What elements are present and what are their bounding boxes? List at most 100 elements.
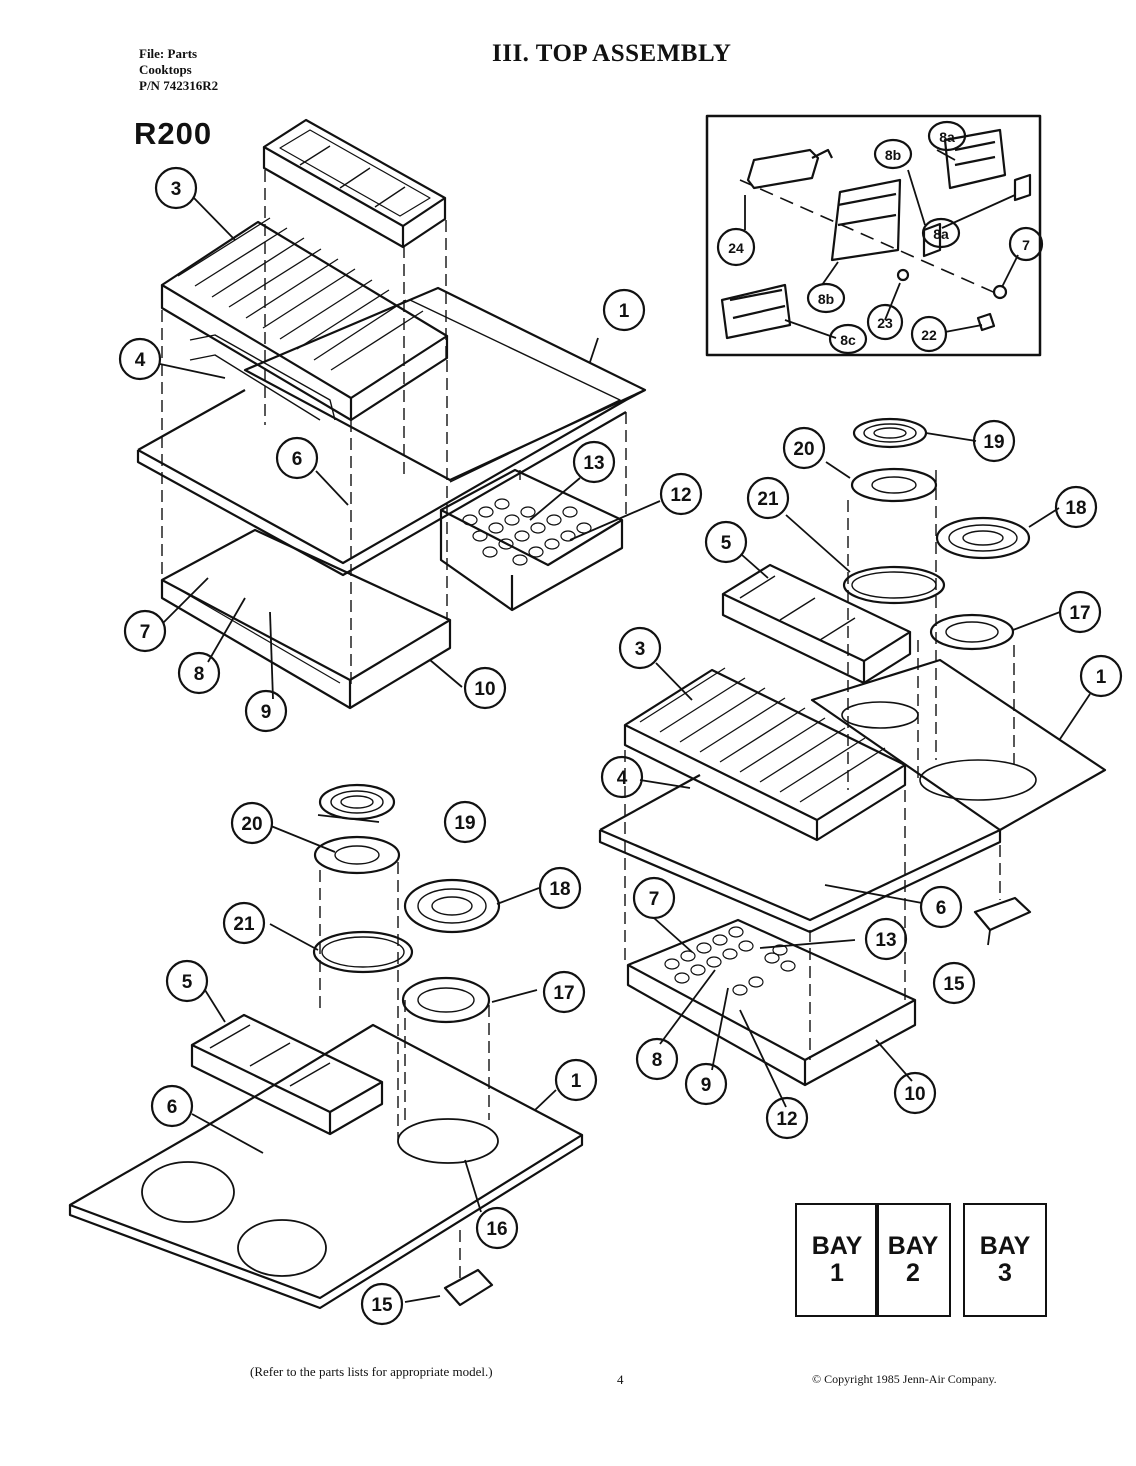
svg-text:9: 9 (261, 702, 272, 723)
svg-text:16: 16 (486, 1219, 507, 1240)
callout-grill-9: 9 (244, 689, 288, 733)
svg-text:8b: 8b (885, 147, 901, 163)
svg-text:8b: 8b (818, 291, 834, 307)
svg-text:18: 18 (1065, 498, 1086, 519)
svg-text:18: 18 (549, 879, 570, 900)
svg-text:19: 19 (983, 432, 1004, 453)
bay-1-label: BAY 1 (795, 1203, 879, 1317)
svg-text:1: 1 (1096, 667, 1107, 688)
svg-text:3: 3 (635, 639, 646, 660)
svg-text:17: 17 (553, 983, 574, 1004)
svg-text:13: 13 (875, 930, 896, 951)
callout-right-12: 7 (632, 876, 676, 920)
callouts-bay-left: 20 19 21 18 5 17 1 6 16 15 (150, 800, 598, 1326)
callout-left-5: 5 (165, 959, 209, 1003)
model-label: R200 (134, 116, 213, 151)
callout-right-11: 15 (932, 961, 976, 1005)
bay-2-word: BAY (887, 1232, 939, 1260)
svg-text:21: 21 (757, 489, 779, 510)
callout-right-6: 17 (1058, 590, 1102, 634)
callout-grill-10: 10 (463, 666, 507, 710)
callouts-inset: 8a 8b 24 8a 7 8b 23 22 8c (716, 120, 1044, 355)
svg-text:8: 8 (652, 1050, 663, 1071)
svg-text:23: 23 (877, 315, 893, 331)
svg-text:20: 20 (793, 439, 814, 460)
svg-text:8a: 8a (939, 129, 955, 145)
callout-grill-2: 1 (602, 288, 646, 332)
callout-right-14: 8 (635, 1037, 679, 1081)
bay-1-number: 1 (830, 1259, 844, 1287)
file-info: File: Parts Cooktops P/N 742316R2 (139, 46, 218, 94)
svg-text:8: 8 (194, 664, 205, 685)
svg-text:5: 5 (182, 972, 193, 993)
file-line: File: Parts (139, 46, 198, 61)
svg-text:6: 6 (292, 449, 303, 470)
callout-inset-9: 8c (828, 323, 868, 355)
callout-right-13: 13 (864, 917, 908, 961)
page-number: 4 (617, 1372, 624, 1387)
footer-note: (Refer to the parts lists for appropriat… (250, 1364, 493, 1379)
svg-text:7: 7 (649, 889, 660, 910)
callout-left-1: 20 (230, 801, 274, 845)
callout-inset-4: 8a (921, 217, 961, 249)
callout-grill-7: 7 (123, 609, 167, 653)
svg-text:7: 7 (1022, 237, 1030, 253)
callout-inset-8: 22 (910, 315, 948, 353)
bay-3-label: BAY 3 (963, 1203, 1047, 1317)
svg-text:10: 10 (904, 1084, 925, 1105)
svg-text:1: 1 (571, 1071, 582, 1092)
callout-left-10: 15 (360, 1282, 404, 1326)
callout-left-8: 6 (150, 1084, 194, 1128)
svg-text:19: 19 (454, 813, 475, 834)
svg-text:17: 17 (1069, 603, 1090, 624)
svg-text:24: 24 (728, 240, 744, 256)
bay-right-drawing (598, 417, 1107, 1087)
svg-text:12: 12 (776, 1109, 797, 1130)
callout-grill-3: 4 (118, 337, 162, 381)
svg-text:4: 4 (135, 350, 146, 371)
callout-inset-2: 8b (873, 138, 913, 170)
callout-right-7: 3 (618, 626, 662, 670)
callout-right-3: 21 (746, 476, 790, 520)
callout-right-4: 18 (1054, 485, 1098, 529)
svg-text:9: 9 (701, 1075, 712, 1096)
part-number-line: P/N 742316R2 (139, 78, 219, 93)
svg-text:22: 22 (921, 327, 937, 343)
grill-module-drawing (136, 118, 647, 710)
callout-grill-1: 3 (154, 166, 198, 210)
callout-right-1: 20 (782, 426, 826, 470)
category-line: Cooktops (139, 62, 192, 77)
svg-text:21: 21 (233, 914, 255, 935)
callout-right-2: 19 (972, 419, 1016, 463)
svg-text:7: 7 (140, 622, 151, 643)
svg-text:8c: 8c (840, 332, 856, 348)
bay-3-number: 3 (998, 1259, 1012, 1287)
bay-3-word: BAY (979, 1232, 1031, 1260)
callout-right-17: 10 (893, 1071, 937, 1115)
callout-left-7: 1 (554, 1058, 598, 1102)
callout-grill-4: 6 (275, 436, 319, 480)
bay-1-word: BAY (811, 1232, 863, 1260)
callout-inset-3: 24 (716, 227, 756, 267)
callout-right-16: 12 (765, 1096, 809, 1140)
inset-switch-assembly (705, 114, 1042, 357)
svg-text:15: 15 (371, 1295, 393, 1316)
callout-right-8: 1 (1079, 654, 1123, 698)
callout-grill-8: 8 (177, 651, 221, 695)
callout-right-9: 4 (600, 755, 644, 799)
svg-text:13: 13 (583, 453, 604, 474)
bay-left-drawing (68, 783, 584, 1310)
svg-text:12: 12 (670, 485, 691, 506)
callout-left-6: 17 (542, 970, 586, 1014)
page-title: III. TOP ASSEMBLY (492, 40, 732, 67)
callout-right-10: 6 (919, 885, 963, 929)
callout-grill-5: 13 (572, 440, 616, 484)
callouts-bay-right: 20 19 21 18 5 17 3 1 4 6 15 7 13 8 9 12 … (600, 419, 1123, 1140)
callout-inset-6: 8b (806, 282, 846, 314)
svg-text:3: 3 (171, 179, 182, 200)
svg-text:5: 5 (721, 533, 732, 554)
copyright: © Copyright 1985 Jenn-Air Company. (812, 1372, 997, 1386)
callout-left-3: 21 (222, 901, 266, 945)
callout-inset-7: 23 (866, 303, 904, 341)
svg-text:4: 4 (617, 768, 628, 789)
